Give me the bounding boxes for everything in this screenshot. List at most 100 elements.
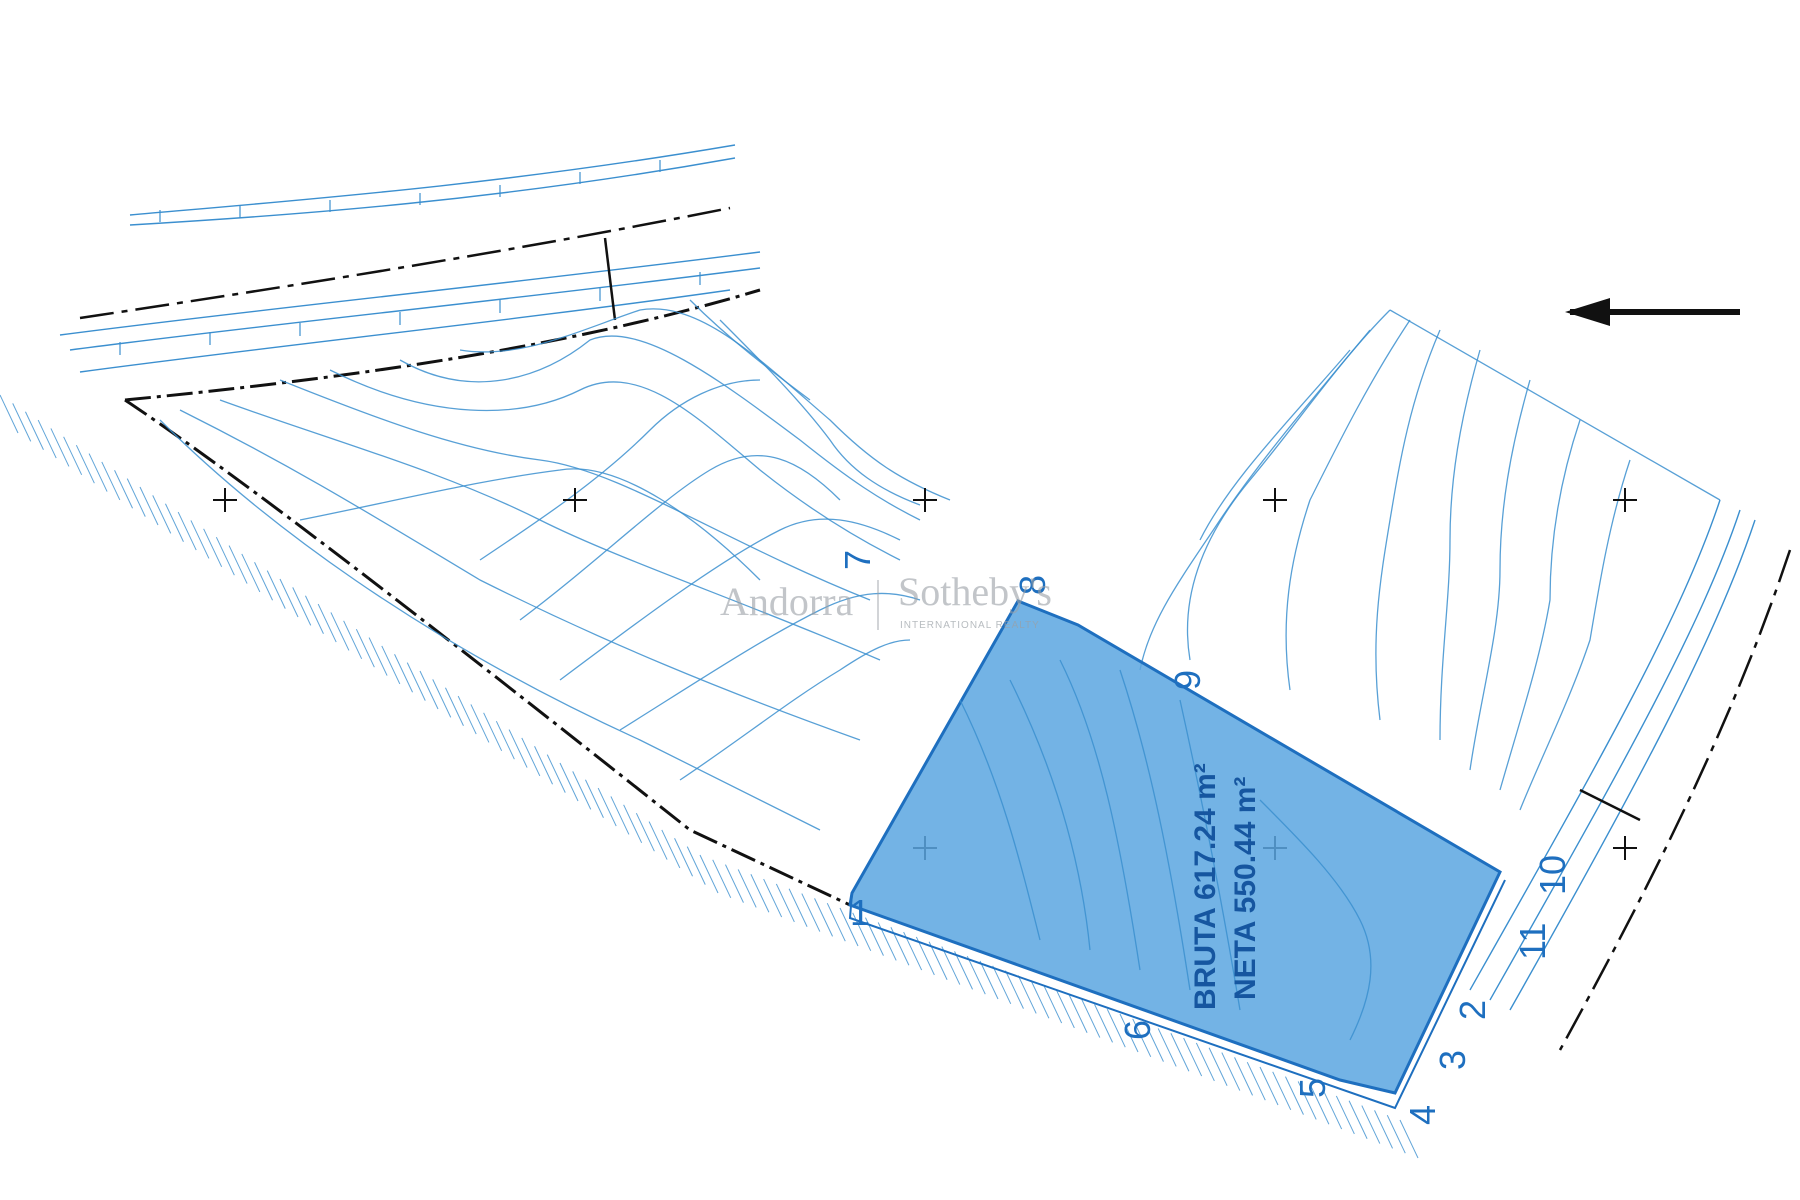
hatch-line [1157,1028,1177,1067]
area-gross-label: BRUTA 617.24 m² [1189,763,1222,1010]
watermark-brand-left: Andorra [720,579,854,624]
hatch-line [1030,980,1050,1019]
vertex-label-1: 1 [850,892,870,933]
hatch-line [992,965,1012,1005]
hatch-line [432,679,452,718]
hatch-line [165,503,184,542]
hatch-line [610,796,630,835]
hatch-line [814,898,833,937]
vertex-label-11: 11 [1512,923,1553,960]
hatch-line [839,907,859,947]
vertex-label-6: 6 [1117,1020,1158,1040]
hatch-line [1145,1023,1164,1062]
hatch-line [623,804,643,844]
hatch-line [1323,1090,1343,1130]
hatch-line [279,578,299,618]
hatch-line [521,737,541,777]
hatch-line [534,746,553,785]
hatch-line [343,620,363,660]
hatch-line [292,587,312,626]
hatch-line [572,771,592,810]
hatch-line [406,662,426,701]
hatch-line [75,444,95,484]
hatch-line [1119,1013,1139,1053]
hatch-line [1183,1037,1203,1077]
hatch-line [203,528,223,568]
hatch-line [1106,1008,1126,1048]
hatch-line [483,712,503,752]
contours-right [1139,309,1721,811]
hatch-line [50,428,70,467]
hatch-line [750,874,770,913]
hatch-line [788,888,808,927]
vertex-label-8: 8 [1012,575,1053,595]
lower-boundary [124,398,851,907]
vertex-label-7: 7 [837,550,878,570]
hatch-line [126,478,146,517]
hatch-line [1094,1004,1113,1043]
hatch-line [152,495,172,534]
hatch-line [1348,1100,1368,1139]
road-ticks [119,160,701,355]
hatch-line [139,486,159,526]
road-width-marker [603,237,617,321]
slope-hatching [0,394,1419,1159]
hatch-line [228,545,248,584]
hatch-line [330,612,350,651]
hatch-line [1055,989,1075,1029]
hatch-line [381,645,401,685]
hatch-line [1399,1119,1419,1159]
hatch-line [559,762,579,802]
hatch-line [241,553,261,593]
hatch-line [1208,1047,1228,1086]
area-net-label: NETA 550.44 m² [1229,777,1262,1000]
hatch-line [1132,1018,1152,1058]
hatch-line [546,754,566,793]
upper-road [59,144,761,373]
hatch-line [1297,1081,1317,1120]
hatch-line [585,779,604,818]
hatch-line [419,670,439,710]
hatch-line [1234,1057,1253,1096]
vertex-label-3: 3 [1432,1050,1473,1070]
hatch-line [712,859,732,899]
hatch-line [305,595,324,634]
hatch-line [954,951,973,990]
hatch-line [25,411,44,450]
hatch-line [648,821,668,860]
hatch-line [1272,1071,1292,1111]
hatch-line [1259,1066,1279,1106]
watermark-brand-right: Sotheby's [898,569,1052,614]
watermark-tagline: INTERNATIONAL REALTY [900,620,1040,631]
hatch-line [674,838,693,877]
hatch-line [470,704,490,743]
hatch-line [88,453,108,492]
vertex-label-9: 9 [1167,670,1208,690]
hatch-line [368,637,388,676]
hatch-line [1170,1033,1190,1072]
hatch-line [1081,999,1101,1038]
hatch-line [941,946,961,985]
hatch-line [215,536,235,576]
hatch-line [597,787,617,827]
hatch-line [1285,1076,1304,1115]
vertex-label-5: 5 [1292,1078,1333,1098]
hatch-line [394,654,413,693]
hatch-line [1374,1110,1393,1149]
hatch-line [725,864,744,903]
hatch-line [1386,1114,1406,1154]
hatch-line [928,941,948,980]
hatch-line [826,902,846,942]
hatch-line [635,812,655,852]
hatch-line [495,720,515,760]
hatch-line [661,829,681,869]
hatch-line [1246,1061,1266,1101]
hatch-line [1195,1042,1215,1082]
hatch-line [114,470,133,509]
hatch-line [699,854,719,894]
hatch-line [763,878,783,918]
hatch-line [190,520,210,559]
hatch-line [915,936,935,976]
hatch-line [1361,1105,1381,1144]
